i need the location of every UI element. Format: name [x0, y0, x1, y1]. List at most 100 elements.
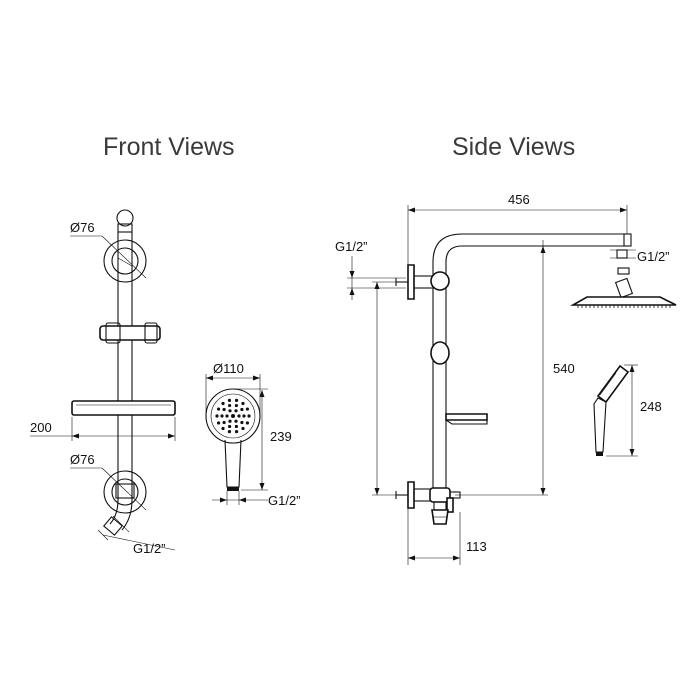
hand-shower-head-side	[596, 364, 630, 404]
dim-bottom-diameter: Ø76	[70, 452, 147, 511]
dim-side-hand-length-label: 248	[640, 399, 662, 414]
soap-dish	[71, 400, 176, 416]
dim-height-label: 540	[553, 361, 575, 376]
soap-dish-side	[445, 413, 488, 421]
spray-nozzle	[228, 424, 232, 429]
rain-head	[569, 296, 677, 306]
front-views-title: Front Views	[103, 133, 235, 161]
arrow	[408, 207, 415, 213]
hand-shower-inlet	[227, 487, 239, 491]
spray-nozzle	[234, 419, 238, 423]
dim-side-hand-length: 248	[606, 364, 662, 457]
dim-wall-inlet: G1/2”	[335, 239, 406, 300]
arrow	[374, 488, 380, 495]
spray-nozzle	[227, 429, 232, 434]
spray-nozzle	[220, 414, 224, 418]
spray-nozzle	[216, 421, 221, 425]
arrow	[408, 555, 415, 561]
spray-nozzle	[234, 424, 238, 429]
arrow	[259, 483, 265, 490]
spray-nozzle	[222, 420, 226, 425]
arrow	[620, 207, 627, 213]
bracket-clamp-top	[430, 271, 450, 291]
head-connector	[616, 249, 628, 259]
bottom-wall-bracket	[103, 470, 147, 514]
arrow	[349, 288, 355, 295]
dim-hand-diameter: Ø110	[205, 361, 261, 416]
arrow	[374, 282, 380, 289]
extension-line	[112, 515, 130, 533]
spray-nozzle	[245, 421, 250, 425]
leader-line	[101, 467, 147, 511]
leader-line	[101, 235, 147, 279]
dim-reach: 456	[407, 192, 628, 265]
spray-nozzle	[222, 407, 226, 412]
arrow	[629, 449, 635, 456]
spray-nozzle	[242, 414, 246, 418]
head-swivel	[614, 277, 634, 299]
arrow	[239, 497, 246, 503]
dim-hand-length-label: 239	[270, 429, 292, 444]
dim-hand-diameter-label: Ø110	[213, 361, 244, 376]
spray-nozzle	[221, 401, 225, 406]
dim-head-inlet: G1/2”	[610, 249, 670, 264]
slider-knob-left	[105, 322, 121, 344]
hand-shower-front	[205, 388, 261, 491]
dim-hand-inlet: G1/2”	[212, 491, 301, 508]
arrow	[168, 433, 175, 439]
leader-line	[102, 534, 176, 551]
dim-hand-length: 239	[233, 388, 292, 491]
arrow	[72, 433, 79, 439]
outlet-neck	[433, 501, 447, 511]
top-cap	[116, 209, 134, 227]
top-bracket-inner	[111, 247, 139, 275]
spray-nozzles	[215, 398, 251, 434]
front-rail-assembly	[71, 209, 176, 536]
spray-nozzle	[228, 409, 232, 413]
arrow	[629, 365, 635, 372]
wall-plate-bottom	[407, 481, 415, 509]
slider-knob-right	[144, 322, 158, 344]
spray-nozzle	[241, 401, 245, 406]
spray-nozzle	[228, 419, 232, 423]
spray-nozzle	[240, 420, 244, 425]
dim-width: 200	[30, 417, 176, 441]
slider-holder	[99, 325, 161, 341]
hand-shower-handle	[224, 439, 242, 488]
soap-dish-lip	[445, 419, 488, 425]
hand-shower-face-line	[599, 372, 617, 396]
spray-nozzle	[241, 426, 245, 431]
spray-nozzle	[221, 426, 225, 431]
wall-plate-top	[407, 264, 415, 300]
spray-nozzle	[234, 409, 238, 413]
outlet-nut	[103, 516, 123, 536]
arm-end	[623, 233, 632, 247]
hand-shower-ring	[210, 393, 256, 439]
spray-nozzle	[240, 407, 244, 412]
spray-nozzle	[215, 414, 219, 418]
dim-depth: 113	[407, 508, 487, 565]
top-cap-collar	[117, 223, 133, 233]
spray-nozzle	[237, 414, 241, 418]
spray-nozzle	[227, 398, 232, 403]
bottom-bracket-inner	[111, 478, 139, 506]
spray-nozzle	[234, 403, 238, 408]
dim-reach-label: 456	[508, 192, 530, 207]
dim-inlet-label: G1/2”	[133, 541, 166, 556]
spray-nozzle	[228, 403, 232, 408]
outlet-elbow	[109, 499, 133, 531]
spray-nozzle	[234, 398, 239, 403]
dim-bottom-diameter-label: Ø76	[70, 452, 95, 467]
spray-nozzle	[245, 407, 250, 411]
slider-knob-side	[430, 341, 450, 365]
arrow	[220, 497, 227, 503]
bottom-bracket-body	[115, 483, 135, 499]
ball-joint	[617, 267, 630, 275]
arrow	[349, 271, 355, 278]
dim-top-diameter-label: Ø76	[70, 220, 95, 235]
hand-shower-handle-side	[593, 397, 607, 453]
spray-nozzle	[216, 407, 221, 411]
arrow	[453, 555, 460, 561]
arrow	[259, 390, 265, 397]
